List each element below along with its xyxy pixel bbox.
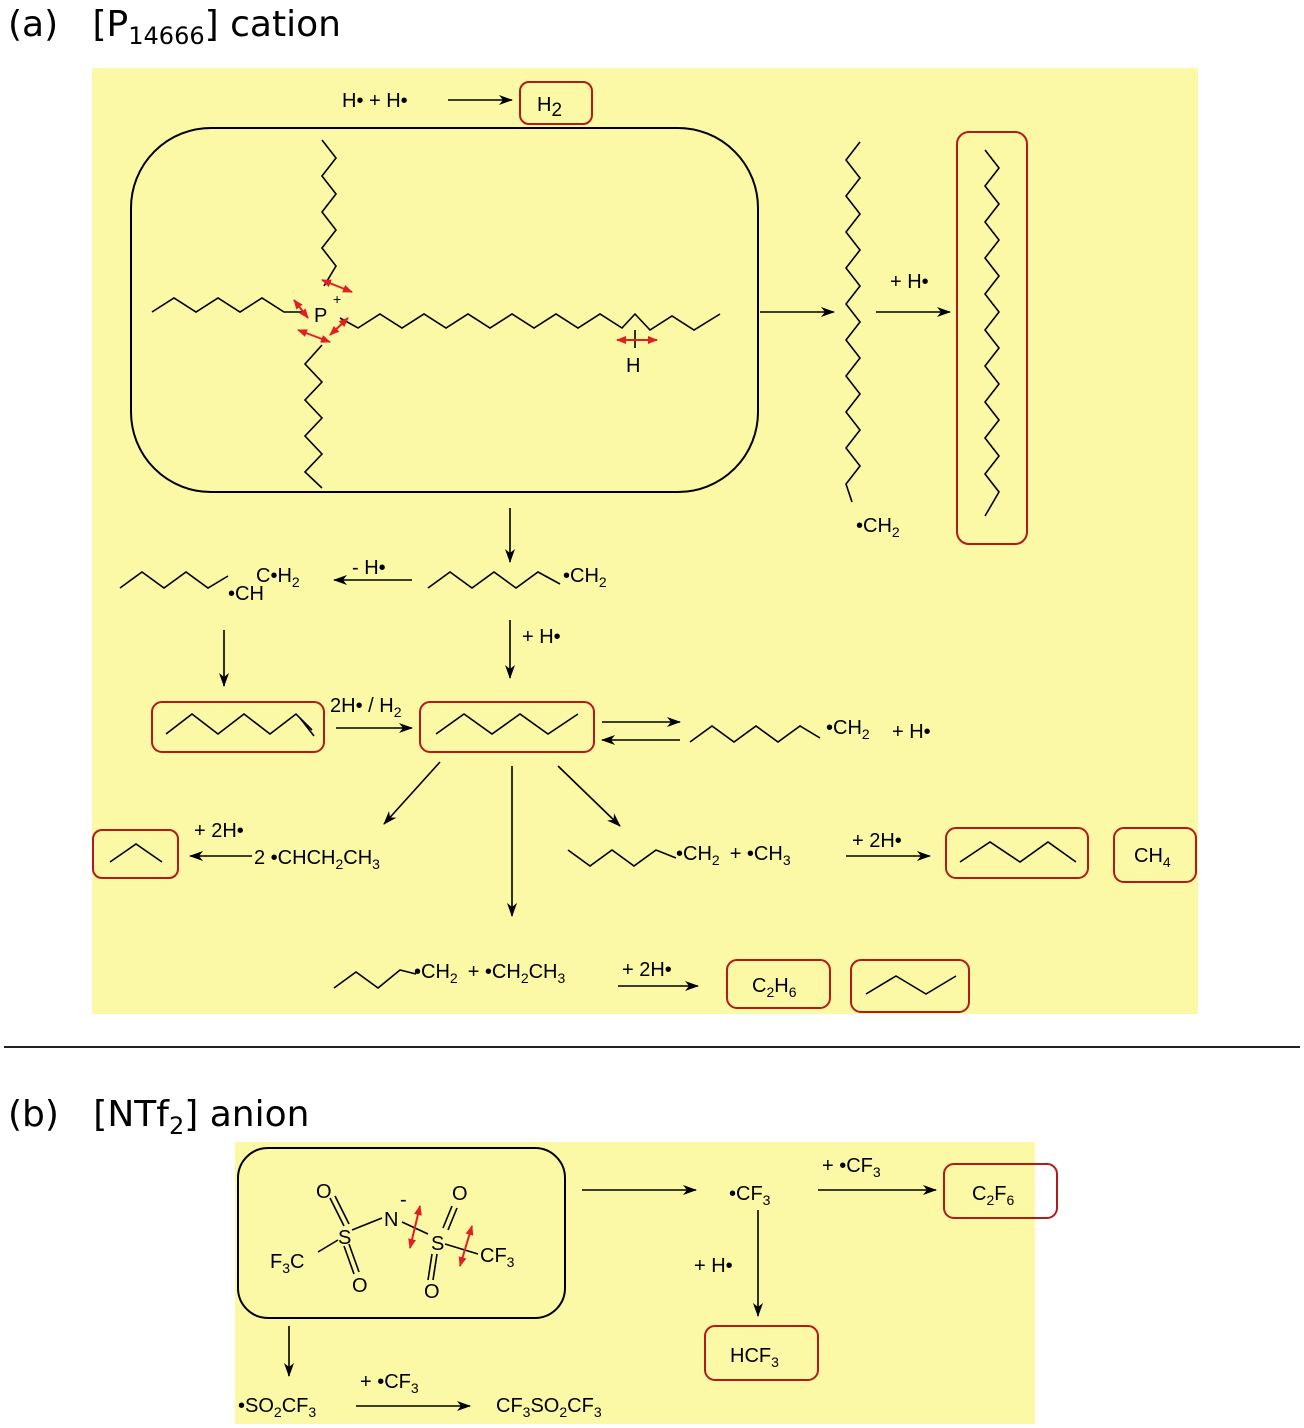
plus-h-label: + H• xyxy=(890,271,929,293)
cation-structure-box xyxy=(130,127,759,493)
c2f6-product-box xyxy=(943,1163,1058,1219)
cf3-left: F3C xyxy=(270,1251,304,1276)
anion-structure-box xyxy=(237,1147,566,1319)
arrow-to-propyl xyxy=(383,761,441,825)
butyl-radical-chain xyxy=(333,969,417,990)
methane-product: CH4 xyxy=(1134,845,1171,870)
hexene-product-box xyxy=(151,701,325,753)
s-n-bond xyxy=(351,1217,383,1231)
plus-cf3-label: + •CF3 xyxy=(822,1155,881,1180)
sulfur-2: S xyxy=(431,1233,444,1255)
pentyl-ch2-radical: •CH2+ •CH3 xyxy=(676,843,791,868)
hexyl-ch2-radical: •CH2 xyxy=(563,565,607,590)
positive-charge: + xyxy=(333,291,341,307)
oxygen-2: O xyxy=(352,1275,368,1297)
so-double-4b xyxy=(432,1253,438,1281)
panel-a-background xyxy=(92,68,1198,1014)
so-double-1a xyxy=(329,1197,345,1227)
s-cf3-bond-right xyxy=(444,1243,479,1255)
h2-product: H2 xyxy=(537,94,562,121)
butane-chain xyxy=(865,975,957,995)
oxygen-1: O xyxy=(316,1181,332,1203)
plus-2h-label-b: + 2H• xyxy=(852,830,902,852)
butyl-ch2-radical: •CH2+ •CH2CH3 xyxy=(414,961,566,986)
hcf3-product: HCF3 xyxy=(730,1345,779,1370)
panel-divider xyxy=(4,1046,1300,1048)
panel-b-heading: (b) [NTf2] anion xyxy=(8,1094,310,1141)
c2f6-product: C2F6 xyxy=(972,1183,1014,1208)
pentane-product-box xyxy=(945,827,1089,879)
pentyl-radical-chain xyxy=(567,849,677,867)
tetradecane-chain xyxy=(983,149,1001,517)
ch-radical-bottom: •CH xyxy=(228,583,264,605)
minus-h-label: - H• xyxy=(352,557,386,579)
ethane-product: C2H6 xyxy=(752,975,797,1000)
plus-h-label-b: + H• xyxy=(694,1255,733,1277)
cf3-s-bond-left xyxy=(317,1239,339,1253)
oxygen-4: O xyxy=(424,1281,440,1303)
left-hexyl-chain xyxy=(151,297,304,313)
panel-b-background xyxy=(235,1142,1035,1424)
top-hexyl-chain xyxy=(320,139,338,287)
nitrogen: N xyxy=(384,1209,398,1231)
hexene-chain xyxy=(165,712,313,736)
oxygen-3: O xyxy=(452,1183,468,1205)
cleavage-arrow-right xyxy=(329,317,349,336)
sulfur-1: S xyxy=(338,1227,351,1249)
cf3-radical: •CF3 xyxy=(729,1183,771,1208)
plus-2h-label-c: + 2H• xyxy=(622,959,672,981)
plus-h-label-2: + H• xyxy=(522,626,561,648)
so-double-3b xyxy=(447,1207,458,1231)
arrow-to-pentyl xyxy=(557,765,621,827)
ch-radical-top: C•H2 xyxy=(256,565,300,590)
ch2-radical-label: •CH2 xyxy=(856,515,900,540)
tetradecane-product-box xyxy=(956,131,1028,545)
cleavage-arrow-scf3 xyxy=(458,1225,474,1267)
plus-cf3-bottom-label: + •CF3 xyxy=(360,1371,419,1396)
so-double-4a xyxy=(427,1253,433,1281)
hexane-product-box xyxy=(419,701,595,753)
propyl-radical: 2 •CHCH2CH3 xyxy=(254,847,380,872)
hydrogen-atom: H xyxy=(626,355,640,377)
hexyl-ch2-radical-2: •CH2 xyxy=(826,717,870,742)
tetradecyl-radical-chain xyxy=(844,141,862,503)
hexyl-radical-chain xyxy=(427,571,561,589)
hexene-double-bond xyxy=(299,717,315,737)
phosphorus-atom: P xyxy=(314,305,327,327)
h2-product-box xyxy=(519,81,593,125)
methane-product-box xyxy=(1113,827,1197,883)
plus-h-side-label: + H• xyxy=(892,721,931,743)
pentane-chain xyxy=(959,841,1077,863)
hexane-chain xyxy=(435,713,579,735)
butane-product-box xyxy=(850,959,970,1013)
hcf3-product-box xyxy=(704,1325,819,1381)
propane-product-box xyxy=(92,829,179,879)
cleavage-arrow-left xyxy=(293,299,309,319)
negative-charge: - xyxy=(400,1189,407,1211)
two-h-h2-label: 2H• / H2 xyxy=(330,695,402,720)
cf3so2cf3-product: CF3SO2CF3 xyxy=(496,1395,602,1420)
diradical-chain xyxy=(119,571,229,589)
cf3-right: CF3 xyxy=(480,1245,515,1270)
propane-chain xyxy=(109,843,163,863)
so-double-2b xyxy=(348,1243,360,1273)
panel-a-heading: (a) [P14666] cation xyxy=(8,4,341,51)
tetradecyl-chain xyxy=(339,312,721,332)
so-double-2a xyxy=(343,1245,355,1275)
ethane-product-box xyxy=(726,959,831,1009)
cleavage-arrow-bottom xyxy=(297,329,331,343)
h-radical-reaction: H• + H• xyxy=(342,90,408,112)
plus-2h-label-a: + 2H• xyxy=(194,820,244,842)
cleavage-arrow-top xyxy=(321,279,353,293)
so-double-1b xyxy=(334,1195,350,1225)
hexyl-radical-chain-2 xyxy=(689,725,821,743)
so2cf3-radical: •SO2CF3 xyxy=(238,1395,316,1420)
cleavage-arrow-ns xyxy=(408,1205,422,1249)
bottom-hexyl-chain xyxy=(303,344,324,489)
so-double-3a xyxy=(442,1205,453,1229)
